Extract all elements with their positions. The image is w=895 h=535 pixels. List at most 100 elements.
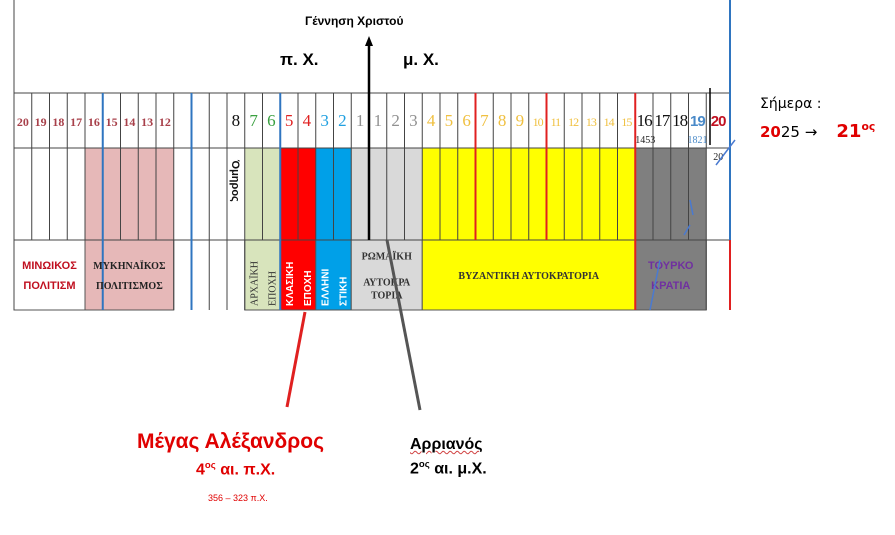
period-cell [13, 239, 86, 311]
period-label: ΡΩΜΑΪΚΗ [362, 250, 412, 263]
period-fill-cell [582, 148, 600, 240]
century-number: 18 [672, 111, 688, 130]
period-fill-cell [706, 148, 730, 240]
century-number: 10 [533, 115, 544, 129]
century-number: 14 [123, 115, 135, 129]
century-number: 14 [604, 115, 615, 129]
period-fill-cell [209, 148, 227, 240]
century-number: 12 [568, 115, 579, 129]
period-fill-cell [315, 148, 334, 240]
period-fill-cell [280, 148, 298, 240]
century-number: 8 [498, 111, 507, 130]
alexander-pointer-line [285, 311, 307, 408]
year-1821: 1821 [688, 135, 708, 146]
period-label: ΤΟΡΙΑ [371, 291, 403, 302]
period-fill-cell [546, 148, 565, 240]
period-fill-cell [564, 148, 582, 240]
century-number: 19 [35, 115, 47, 129]
century-number: 4 [303, 111, 312, 130]
period-cell [315, 239, 352, 311]
ad-label: μ. Χ. [403, 50, 439, 69]
century-number: 17 [654, 111, 671, 130]
arrian-century-number: 2 [410, 460, 419, 478]
period-fill-cell [440, 148, 458, 240]
period-label: ΜΙΝΩΙΚΟΣ [22, 260, 77, 272]
birth-of-christ-label: Γέννηση Χριστού [305, 14, 404, 28]
alexander-century: 4ος αι. π.Χ. [196, 460, 275, 479]
century-number: 20 [17, 115, 29, 129]
period-fill-cell [511, 148, 529, 240]
period-fill-cell [85, 148, 103, 240]
period-fill-cell [493, 148, 511, 240]
period-fill-cell [138, 148, 156, 240]
period-fill-cell [173, 148, 192, 240]
period-label: ΠΟΛΙΤΙΣΜ [23, 280, 75, 292]
century-number: 8 [232, 111, 241, 130]
period-cell [634, 239, 707, 311]
arrian-pointer-line [385, 239, 422, 411]
period-label: ΑΥΤΟΚΡΑ [363, 278, 411, 289]
period-label: ΣΤΙΚΗ [338, 277, 349, 306]
century-number: 5 [285, 111, 294, 130]
century-number: 16 [88, 115, 100, 129]
today-century-suffix: ος [861, 120, 876, 133]
period-fill-cell [102, 148, 121, 240]
period-label: ΕΛΛΗΝΙ [321, 269, 332, 306]
year-1453: 1453 [635, 135, 655, 146]
period-label: ΠΟΛΙΤΙΣΜΟΣ [96, 281, 163, 292]
period-fill-cell [333, 148, 352, 240]
period-fill-cell [369, 148, 387, 240]
bc-label: π. Χ. [280, 50, 319, 69]
century-number: 2 [338, 111, 347, 130]
period-fill-cell [31, 148, 50, 240]
pen-stroke [649, 139, 736, 311]
century-number: 15 [106, 115, 118, 129]
today-label: Σήμερα : [760, 96, 822, 112]
century-number: 5 [445, 111, 454, 130]
period-fill-cell [49, 148, 68, 240]
period-fill-cell [670, 148, 689, 240]
period-fill-cell [617, 148, 636, 240]
period-fill-cell [635, 148, 653, 240]
period-label: ΚΡΑΤΙΑ [651, 280, 690, 292]
period-fill-cell [351, 148, 369, 240]
century-number: 18 [52, 115, 64, 129]
homer-label: Όμηρος [229, 159, 241, 202]
today-century-number: 21 [836, 121, 862, 142]
alexander-name: Μέγας Αλέξανδρος [137, 430, 325, 453]
period-label: ΚΛΑΣΙΚΗ [285, 262, 296, 306]
arrow-right-icon: → [804, 123, 818, 141]
period-fill-cell [457, 148, 476, 240]
arrow-up-icon [365, 36, 373, 46]
period-label: ΤΟΥΡΚΟ [648, 260, 694, 272]
period-fill-cell [653, 148, 671, 240]
period-fill-cell [386, 148, 405, 240]
period-label: ΕΠΟΧΗ [303, 270, 314, 306]
century-number: 2 [391, 111, 400, 130]
period-fill-cell [404, 148, 423, 240]
arrian-era: αι. μ.Χ. [429, 460, 487, 478]
period-fill-cell [298, 148, 316, 240]
period-fill-cell [67, 148, 85, 240]
century-number: 1 [374, 111, 383, 130]
century-number: 12 [159, 115, 171, 129]
period-fill-cell [156, 148, 174, 240]
period-fill-cell [262, 148, 281, 240]
century-number: 1 [356, 111, 365, 130]
century-number: 11 [551, 115, 562, 129]
period-fill-cell [244, 148, 263, 240]
period-fill-cell [599, 148, 618, 240]
period-fill-cell [688, 148, 707, 240]
century-number: 9 [516, 111, 525, 130]
century-number: 15 [621, 115, 632, 129]
period-cell [84, 239, 175, 311]
period-fill-cell [227, 148, 245, 240]
century-number: 19 [690, 113, 705, 130]
century-number: 6 [267, 111, 276, 130]
period-label: ΑΡΧΑΪΚΗ [249, 261, 261, 306]
today-year-highlight: 20 [760, 123, 781, 141]
century-number: 13 [141, 115, 153, 129]
period-fill-cell [422, 148, 440, 240]
century-number: 7 [249, 111, 258, 130]
